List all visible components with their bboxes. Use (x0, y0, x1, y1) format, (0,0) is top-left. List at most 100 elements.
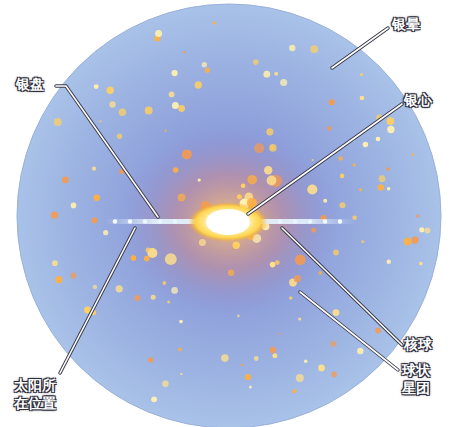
star-dot (404, 238, 412, 246)
star-dot (51, 212, 58, 219)
star-dot (333, 309, 340, 316)
star-dot (411, 153, 413, 155)
star-dot (247, 175, 257, 185)
star-dot (93, 285, 97, 289)
star-dot (363, 142, 368, 147)
star-dot (117, 134, 122, 139)
star-dot (330, 341, 336, 347)
star-dot (254, 356, 259, 361)
star-dot (361, 240, 364, 243)
star-dot (162, 281, 166, 285)
star-dot (329, 99, 335, 105)
star-dot (357, 348, 363, 354)
star-dot (182, 149, 192, 159)
star-dot (71, 203, 77, 209)
star-dot (386, 167, 389, 170)
star-dot (311, 227, 316, 232)
star-dot (178, 194, 186, 202)
star-dot (145, 106, 153, 114)
star-dot (245, 374, 251, 380)
halo-disc (17, 4, 441, 427)
star-dot (340, 202, 346, 208)
star-dot (289, 45, 295, 51)
star-dot (183, 51, 186, 54)
globular-cluster-label: 球状星团 (402, 362, 431, 397)
star-dot (360, 73, 363, 76)
star-dot (270, 262, 276, 268)
star-dot (312, 159, 314, 161)
star-dot (266, 128, 273, 135)
star-dot (269, 144, 277, 152)
star-dot (340, 174, 345, 179)
star-dot (195, 81, 202, 88)
star-dot (173, 167, 179, 173)
star-dot (221, 354, 229, 362)
star-dot (359, 188, 363, 192)
star-dot (70, 273, 76, 279)
star-dot (249, 385, 252, 388)
star-dot (148, 357, 153, 362)
star-dot (92, 217, 98, 223)
star-dot (172, 70, 178, 76)
star-dot (99, 120, 101, 122)
bulge-label: 核球 (404, 336, 432, 354)
star-field (51, 21, 431, 402)
star-dot (419, 262, 423, 266)
star-dot (241, 364, 243, 366)
star-dot (109, 101, 115, 107)
star-dot (425, 228, 431, 234)
star-dot (55, 276, 62, 283)
star-dot (169, 92, 175, 98)
star-dot (228, 270, 234, 276)
star-dot (116, 285, 123, 292)
star-dot (134, 295, 140, 301)
star-dot (274, 72, 278, 76)
star-dot (339, 156, 343, 160)
sun-position-label: 太阳所在位置 (14, 377, 57, 412)
star-dot (237, 194, 242, 199)
star-dot (94, 84, 99, 89)
star-dot (92, 167, 96, 171)
star-dot (165, 130, 167, 132)
star-dot (167, 301, 170, 304)
star-dot (298, 317, 301, 320)
star-dot (131, 255, 137, 261)
star-dot (307, 184, 317, 194)
star-dot (162, 381, 168, 387)
star-dot (62, 177, 69, 184)
star-dot (293, 389, 297, 393)
star-dot (289, 296, 293, 300)
star-dot (171, 287, 178, 294)
star-dot (318, 365, 325, 372)
star-dot (241, 183, 246, 188)
star-dot (155, 30, 162, 37)
star-dot (144, 256, 150, 262)
star-dot (198, 178, 201, 181)
star-dot (205, 68, 210, 73)
star-dot (254, 143, 264, 153)
star-dot (272, 353, 277, 358)
star-dot (270, 347, 277, 354)
star-dot (233, 242, 240, 249)
star-dot (165, 253, 177, 265)
star-dot (172, 102, 179, 109)
star-dot (199, 239, 206, 246)
star-dot (353, 163, 356, 166)
star-dot (280, 79, 287, 86)
star-dot (387, 126, 394, 133)
star-dot (146, 248, 151, 253)
star-dot (237, 315, 240, 318)
halo-label: 银晕 (392, 16, 420, 34)
galactic-center (206, 209, 250, 235)
star-dot (180, 373, 182, 375)
star-dot (52, 260, 58, 266)
star-dot (267, 176, 277, 186)
star-dot (387, 187, 390, 190)
star-dot (419, 227, 424, 232)
star-dot (331, 372, 337, 378)
star-dot (323, 199, 327, 203)
star-dot (179, 320, 183, 324)
star-dot (304, 360, 307, 363)
